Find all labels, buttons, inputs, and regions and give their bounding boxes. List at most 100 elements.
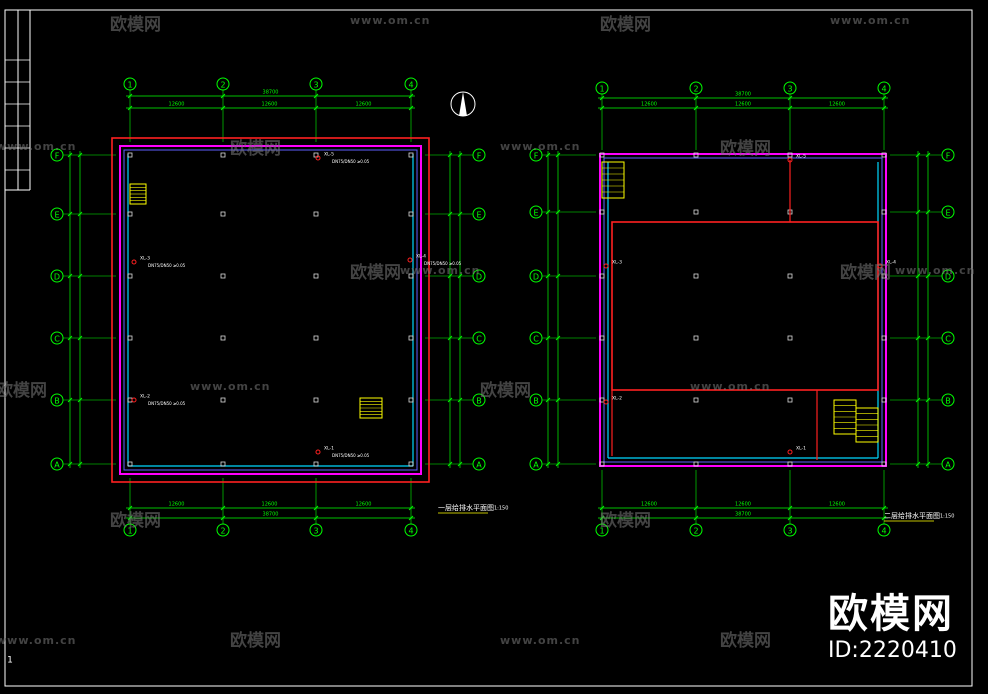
dim-tick-v [545, 461, 551, 467]
watermark-url: www.om.cn [400, 264, 481, 277]
dim-text-bot: 12600 [262, 502, 278, 508]
watermark-brand: 欧模网 [600, 15, 651, 35]
row-label-F: F [534, 152, 539, 161]
riser-marker [603, 399, 609, 405]
axis-label-2-bot: 2 [220, 527, 225, 536]
dim-tick-v [77, 211, 83, 217]
watermark-url: www.om.cn [500, 634, 581, 647]
dim-tick [881, 95, 887, 101]
dim-tick-v [77, 461, 83, 467]
drawing-frame: 1 [4, 9, 973, 687]
dim-tick-v [555, 335, 561, 341]
axis-label-1-top: 1 [599, 85, 604, 94]
dim-tick-v [67, 152, 73, 158]
row-label-C: C [533, 335, 539, 344]
column [220, 152, 226, 158]
dim-text-top: 12600 [356, 102, 372, 108]
column [787, 397, 793, 403]
axis-label-4-bot: 4 [408, 527, 413, 536]
dim-tick [787, 95, 793, 101]
column [408, 273, 414, 279]
watermark-brand: 欧模网 [110, 15, 161, 35]
dim-tick-v [447, 211, 453, 217]
row-label-B: B [533, 397, 539, 406]
dim-tick-v [915, 397, 921, 403]
sheet-mark: 1 [7, 656, 13, 666]
dim-tick [220, 505, 226, 511]
riser-marker [315, 155, 321, 161]
dim-text-total-bot: 38700 [735, 512, 751, 518]
column [408, 461, 414, 467]
axis-label-1-bot: 1 [599, 527, 604, 536]
riser-marker [787, 157, 793, 163]
row-label-C: C [476, 335, 482, 344]
column [881, 397, 887, 403]
column [599, 209, 605, 215]
dim-tick-v [457, 273, 463, 279]
axis-label-1-top: 1 [127, 81, 132, 90]
riser-label: XL-2 [140, 394, 150, 400]
dim-tick [127, 93, 133, 99]
dim-tick [693, 505, 699, 511]
dim-tick [693, 515, 699, 521]
row-label-F: F [477, 152, 482, 161]
column [787, 152, 793, 158]
column [881, 461, 887, 467]
column [599, 397, 605, 403]
dim-tick [599, 515, 605, 521]
column [220, 211, 226, 217]
dim-tick-v [447, 152, 453, 158]
dim-tick [599, 95, 605, 101]
pipe-note: DN75/DN50 ≥0.05 [332, 453, 370, 458]
dim-tick-v [925, 397, 931, 403]
dim-text-bot: 12600 [356, 502, 372, 508]
dim-tick-v [915, 273, 921, 279]
riser-label: XL-1 [796, 446, 806, 452]
column [599, 273, 605, 279]
dim-tick-v [555, 461, 561, 467]
dim-tick-v [925, 461, 931, 467]
column [693, 273, 699, 279]
dim-tick [787, 515, 793, 521]
watermark-url: www.om.cn [895, 264, 976, 277]
watermark-url: www.om.cn [350, 14, 431, 27]
riser-label: XL-1 [324, 446, 334, 452]
dim-tick-v [67, 335, 73, 341]
watermark-brand: 欧模网 [110, 511, 161, 531]
dim-tick-v [77, 397, 83, 403]
dim-tick [693, 105, 699, 111]
row-label-C: C [945, 335, 951, 344]
dim-text-total: 38700 [735, 92, 751, 98]
riser-marker [877, 263, 883, 269]
riser-label: XL-4 [416, 254, 426, 260]
axis-label-4-bot: 4 [881, 527, 886, 536]
pipe-note: DN75/DN50 ≥0.05 [332, 159, 370, 164]
row-label-E: E [476, 211, 481, 220]
column [220, 397, 226, 403]
row-label-A: A [54, 461, 60, 470]
riser-label: XL-3 [612, 260, 622, 266]
row-label-A: A [533, 461, 539, 470]
watermark-brand: 欧模网 [840, 263, 891, 283]
column [127, 461, 133, 467]
watermark-url: www.om.cn [830, 14, 911, 27]
dim-text-bot: 12600 [169, 502, 185, 508]
row-label-B: B [476, 397, 482, 406]
column [599, 152, 605, 158]
column [408, 211, 414, 217]
dim-tick [220, 515, 226, 521]
dim-tick-v [545, 335, 551, 341]
inner-wall [123, 149, 418, 471]
dim-tick-v [67, 397, 73, 403]
watermark-brand: 欧模网 [720, 139, 771, 159]
watermark-brand: 欧模网 [0, 381, 47, 401]
axis-label-3-bot: 3 [787, 527, 792, 536]
row-label-C: C [54, 335, 60, 344]
column [693, 461, 699, 467]
row-label-E: E [533, 209, 538, 218]
brand-id: ID:2220410 [828, 638, 957, 663]
riser-label: XL-4 [886, 260, 896, 266]
brand-block: 欧模网 ID:2220410 [828, 592, 957, 664]
dim-tick [408, 515, 414, 521]
column [313, 273, 319, 279]
